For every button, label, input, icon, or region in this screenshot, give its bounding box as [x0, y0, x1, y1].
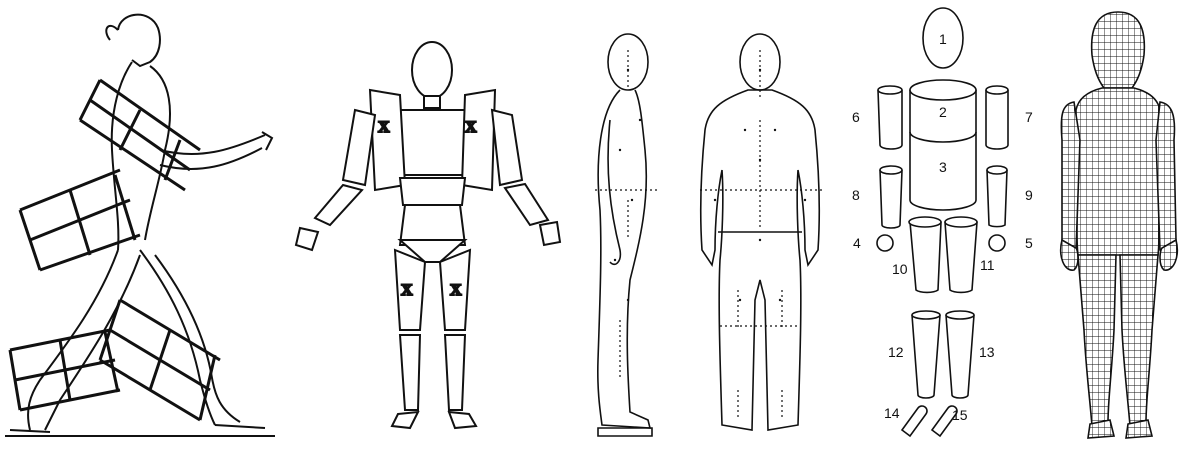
- linkage-lattice: [10, 80, 220, 420]
- marker-right-shoulder: X: [465, 119, 477, 136]
- segment-label-15: 15: [952, 407, 968, 423]
- mesh-torso: [1076, 88, 1160, 255]
- walker-rear-leg: [28, 250, 118, 430]
- segment-label-7: 7: [1025, 109, 1033, 125]
- segment-upper-arm-right: [986, 90, 1008, 149]
- segment-label-11: 11: [980, 257, 995, 273]
- panel-mesh-body-model: [1061, 12, 1178, 438]
- mannequin-left-hand: [296, 228, 318, 250]
- segment-label-1: 1: [939, 31, 947, 47]
- segment-forearm-right: [987, 170, 1007, 227]
- mesh-left-arm: [1061, 102, 1080, 251]
- mannequin-left-upper-arm: [343, 110, 375, 185]
- mesh-right-arm: [1156, 102, 1176, 251]
- segment-hand-left: [877, 235, 893, 251]
- mannequin-waist: [400, 178, 465, 205]
- side-view-body: [598, 90, 650, 428]
- side-view-foot: [598, 428, 652, 436]
- mannequin-right-foot: [449, 412, 476, 428]
- segment-label-9: 9: [1025, 187, 1033, 203]
- segment-label-14: 14: [884, 405, 900, 421]
- mannequin-left-shoulder: [370, 90, 405, 190]
- marker-left-thigh: X: [401, 282, 413, 299]
- panel-segmented-mannequin: X X X X: [296, 42, 560, 428]
- mannequin-left-forearm: [315, 185, 362, 225]
- segment-label-5: 5: [1025, 235, 1033, 251]
- mannequin-left-foot: [392, 412, 418, 428]
- panel-anthropometric-landmarks: [595, 34, 825, 436]
- segment-label-3: 3: [939, 159, 947, 175]
- mannequin-neck: [424, 96, 440, 108]
- segment-label-10: 10: [892, 261, 908, 277]
- walker-head: [118, 15, 160, 66]
- segment-label-2: 2: [939, 104, 947, 120]
- segment-forearm-left: [880, 170, 902, 228]
- mannequin-right-hand: [540, 222, 560, 245]
- mannequin-right-forearm: [505, 184, 548, 225]
- segment-label-8: 8: [852, 187, 860, 203]
- segment-label-12: 12: [888, 344, 904, 360]
- marker-right-thigh: X: [450, 282, 462, 299]
- segment-torso-top: [910, 80, 976, 100]
- mesh-head: [1092, 12, 1145, 88]
- mannequin-head: [412, 42, 452, 98]
- segment-shin-right: [946, 315, 974, 398]
- panel-geometric-segment-model: [877, 8, 1008, 436]
- segment-foot-left: [902, 406, 927, 436]
- segment-shin-left: [912, 315, 940, 398]
- marker-left-shoulder: X: [378, 119, 390, 136]
- mannequin-right-shin: [445, 335, 465, 410]
- segment-label-4: 4: [853, 235, 861, 251]
- landmark-dots: [614, 69, 806, 301]
- mannequin-left-shin: [400, 335, 420, 410]
- segment-upper-arm-left: [878, 90, 902, 149]
- segment-thigh-right: [945, 222, 977, 292]
- mannequin-right-shoulder: [462, 90, 495, 190]
- segment-label-6: 6: [852, 109, 860, 125]
- segment-hand-right: [989, 235, 1005, 251]
- mannequin-right-upper-arm: [492, 110, 522, 185]
- segment-label-13: 13: [979, 344, 995, 360]
- panel-walking-linkage: [5, 15, 275, 436]
- segment-thigh-left: [910, 222, 941, 292]
- mesh-left-leg: [1078, 255, 1116, 426]
- mesh-right-leg: [1120, 255, 1158, 426]
- side-view-arm: [608, 120, 620, 264]
